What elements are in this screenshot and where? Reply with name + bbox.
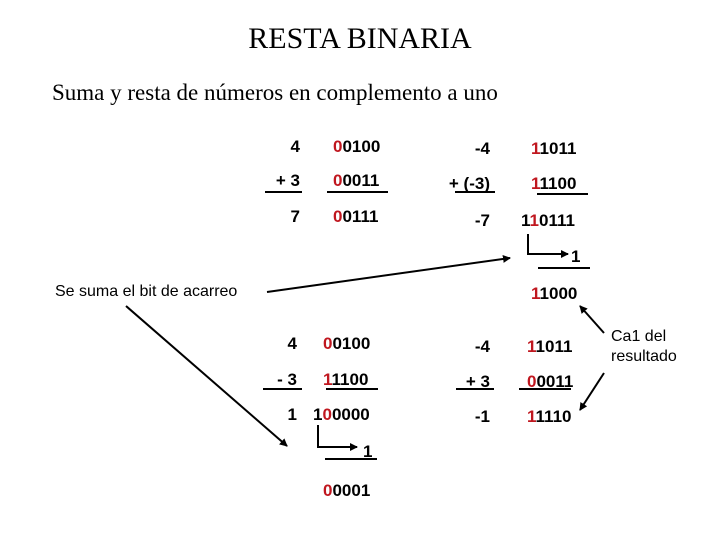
- complement-note-line-2: resultado: [611, 348, 677, 365]
- carry-bit: 1: [571, 247, 581, 266]
- decimal-operand-1: -4: [474, 139, 490, 158]
- decimal-result: -7: [474, 211, 490, 230]
- sign-bit: 1: [531, 174, 540, 193]
- decimal-operand-1: 4: [290, 137, 300, 156]
- overflow-bit: 1: [521, 211, 530, 230]
- sign-bit: 1: [531, 284, 540, 303]
- sign-bit: 0: [323, 481, 333, 500]
- page-title: RESTA BINARIA: [248, 22, 472, 55]
- corrected-result: 00001: [323, 481, 370, 501]
- binary-digits: 0111: [539, 211, 575, 230]
- binary-digits: 0011: [342, 171, 380, 190]
- decimal-result: -1: [474, 407, 490, 426]
- binary-operand-2: 11100: [531, 174, 576, 194]
- binary-result: 11110: [527, 407, 571, 427]
- decimal-operand-2: + (-3): [448, 174, 490, 193]
- binary-digits: 0100: [342, 137, 381, 156]
- decimal-operand-2: + 3: [275, 171, 300, 190]
- carry-note-arrow-bottom: [125, 305, 288, 447]
- binary-result: 100000: [313, 405, 370, 425]
- binary-operand-2: 00011: [527, 372, 573, 392]
- sign-bit: 0: [333, 171, 343, 190]
- binary-digits: 0111: [342, 207, 379, 226]
- sign-bit: 1: [529, 211, 539, 230]
- binary-operand-1: 11011: [531, 139, 576, 159]
- sign-bit: 1: [531, 139, 540, 158]
- complement-note-line-1: Ca1 del: [611, 328, 667, 345]
- carry-arrow: [317, 425, 358, 451]
- sign-bit: 0: [333, 137, 343, 156]
- binary-digits: 0100: [332, 334, 371, 353]
- sign-bit: 0: [323, 334, 333, 353]
- sign-bit: 1: [527, 407, 536, 426]
- sign-bit: 1: [527, 337, 536, 356]
- carry-note-arrow-top: [266, 255, 511, 293]
- binary-operand-1: 11011: [527, 337, 572, 357]
- sign-bit: 0: [322, 405, 332, 424]
- overflow-bit: 1: [313, 405, 323, 424]
- decimal-operand-2: + 3: [465, 372, 490, 391]
- sign-bit: 0: [333, 207, 343, 226]
- binary-digits: 1000: [539, 284, 578, 303]
- binary-digits: 0000: [331, 405, 370, 424]
- binary-operand-2: 11100: [323, 370, 368, 390]
- complement-arrow-down: [579, 372, 605, 411]
- binary-digits: 1011: [539, 139, 577, 158]
- binary-operand-2: 00011: [333, 171, 379, 191]
- binary-operand-1: 00100: [323, 334, 370, 354]
- decimal-operand-2: - 3: [277, 370, 297, 389]
- sign-bit: 0: [527, 372, 537, 391]
- complement-arrow-up: [579, 305, 605, 334]
- binary-digits: 0001: [332, 481, 371, 500]
- corrected-result: 11000: [531, 284, 577, 304]
- decimal-operand-1: 4: [287, 334, 297, 353]
- binary-digits: 1011: [535, 337, 573, 356]
- binary-digits: 1100: [539, 174, 577, 193]
- decimal-result: 1: [287, 405, 297, 424]
- binary-digits: 0011: [536, 372, 574, 391]
- decimal-result: 7: [290, 207, 300, 226]
- binary-result: 00111: [333, 207, 378, 227]
- sign-bit: 1: [323, 370, 332, 389]
- decimal-operand-1: -4: [474, 337, 490, 356]
- carry-bit: 1: [363, 442, 373, 461]
- binary-result: 110111: [521, 211, 575, 231]
- binary-operand-1: 00100: [333, 137, 380, 157]
- complement-note: Ca1 del resultado: [611, 327, 677, 367]
- page-subtitle: Suma y resta de números en complemento a…: [52, 80, 498, 105]
- binary-digits: 1100: [331, 370, 369, 389]
- carry-arrow: [527, 234, 569, 258]
- binary-digits: 1110: [535, 407, 572, 426]
- carry-note: Se suma el bit de acarreo: [55, 283, 238, 300]
